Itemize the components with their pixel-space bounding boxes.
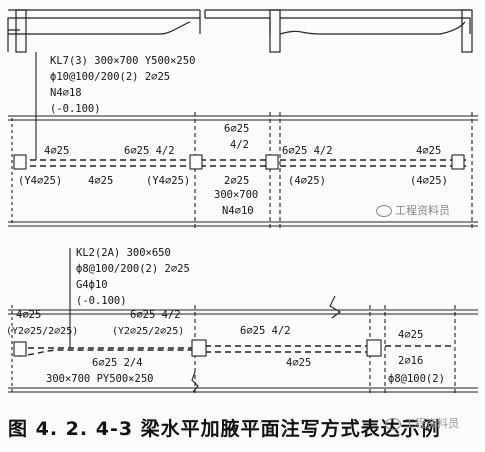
top-beam-plan — [8, 52, 478, 228]
bottom-right-bottom-bars: 4⌀25 — [286, 357, 311, 369]
top-right-bottom-bars: (4⌀25) — [288, 175, 326, 187]
watermark-bottom: 工程资料员 — [385, 415, 459, 431]
kl2-elevation: (-0.100) — [76, 295, 127, 307]
top-right-top-bars: 6⌀25 4/2 — [282, 145, 333, 157]
top-mid-top-bars: 6⌀25 4/2 — [124, 145, 175, 157]
top-center-split: 4/2 — [230, 139, 249, 151]
top-mid-haunch-bars: (Y4⌀25) — [146, 175, 190, 187]
watermark-top: 工程资料员 — [376, 202, 450, 218]
bottom-haunch-size: 300×700 PY500×250 — [46, 373, 153, 385]
top-right2-bottom-bars: (4⌀25) — [410, 175, 448, 187]
bottom-far-top-bars: 4⌀25 — [398, 329, 423, 341]
top-span1-top-bars: 4⌀25 — [44, 145, 69, 157]
elevation-sketch — [7, 9, 473, 53]
bottom-right-top-bars: 6⌀25 4/2 — [240, 325, 291, 337]
bottom-far-mid-bars: 2⌀16 — [398, 355, 423, 367]
top-span1-bottom-bars: 4⌀25 — [88, 175, 113, 187]
bottom-beam-plan — [8, 248, 478, 395]
kl2-header: KL2(2A) 300×650 — [76, 247, 171, 259]
figure-caption: 图 4. 2. 4-3 梁水平加腋平面注写方式表达示例 — [8, 418, 441, 440]
bottom-haunch-bars: 6⌀25 2/4 — [92, 357, 143, 369]
wechat-icon — [385, 418, 401, 430]
kl2-side-bars: G4ф10 — [76, 279, 108, 291]
top-center-side-bars: N4⌀10 — [222, 205, 254, 217]
kl7-header: KL7(3) 300×700 Y500×250 — [50, 55, 195, 67]
top-right2-top-bars: 4⌀25 — [416, 145, 441, 157]
bottom-left-top-bars: 4⌀25 — [16, 309, 41, 321]
top-beam-annotations: KL7(3) 300×700 Y500×250 ф10@100/200(2) 2… — [18, 55, 448, 217]
bottom-mid-haunch-bars: (Y2⌀25/2⌀25) — [112, 326, 184, 337]
top-center-bottom-bars: 2⌀25 — [224, 175, 249, 187]
kl7-elevation: (-0.100) — [50, 103, 101, 115]
bottom-far-stirrup: ф8@100(2) — [388, 373, 445, 385]
kl7-side-bars: N4⌀18 — [50, 87, 82, 99]
top-center-size: 300×700 — [214, 189, 258, 201]
bottom-mid-top-bars: 6⌀25 4/2 — [130, 309, 181, 321]
kl7-stirrup: ф10@100/200(2) 2⌀25 — [50, 71, 170, 83]
bottom-left-haunch-bars: (Y2⌀25/2⌀25) — [6, 326, 78, 337]
top-center-bars: 6⌀25 — [224, 123, 249, 135]
top-span1-haunch-bars: (Y4⌀25) — [18, 175, 62, 187]
bottom-beam-annotations: KL2(2A) 300×650 ф8@100/200(2) 2⌀25 G4ф10… — [6, 247, 445, 385]
kl2-stirrup: ф8@100/200(2) 2⌀25 — [76, 263, 190, 275]
wechat-icon — [376, 205, 392, 217]
